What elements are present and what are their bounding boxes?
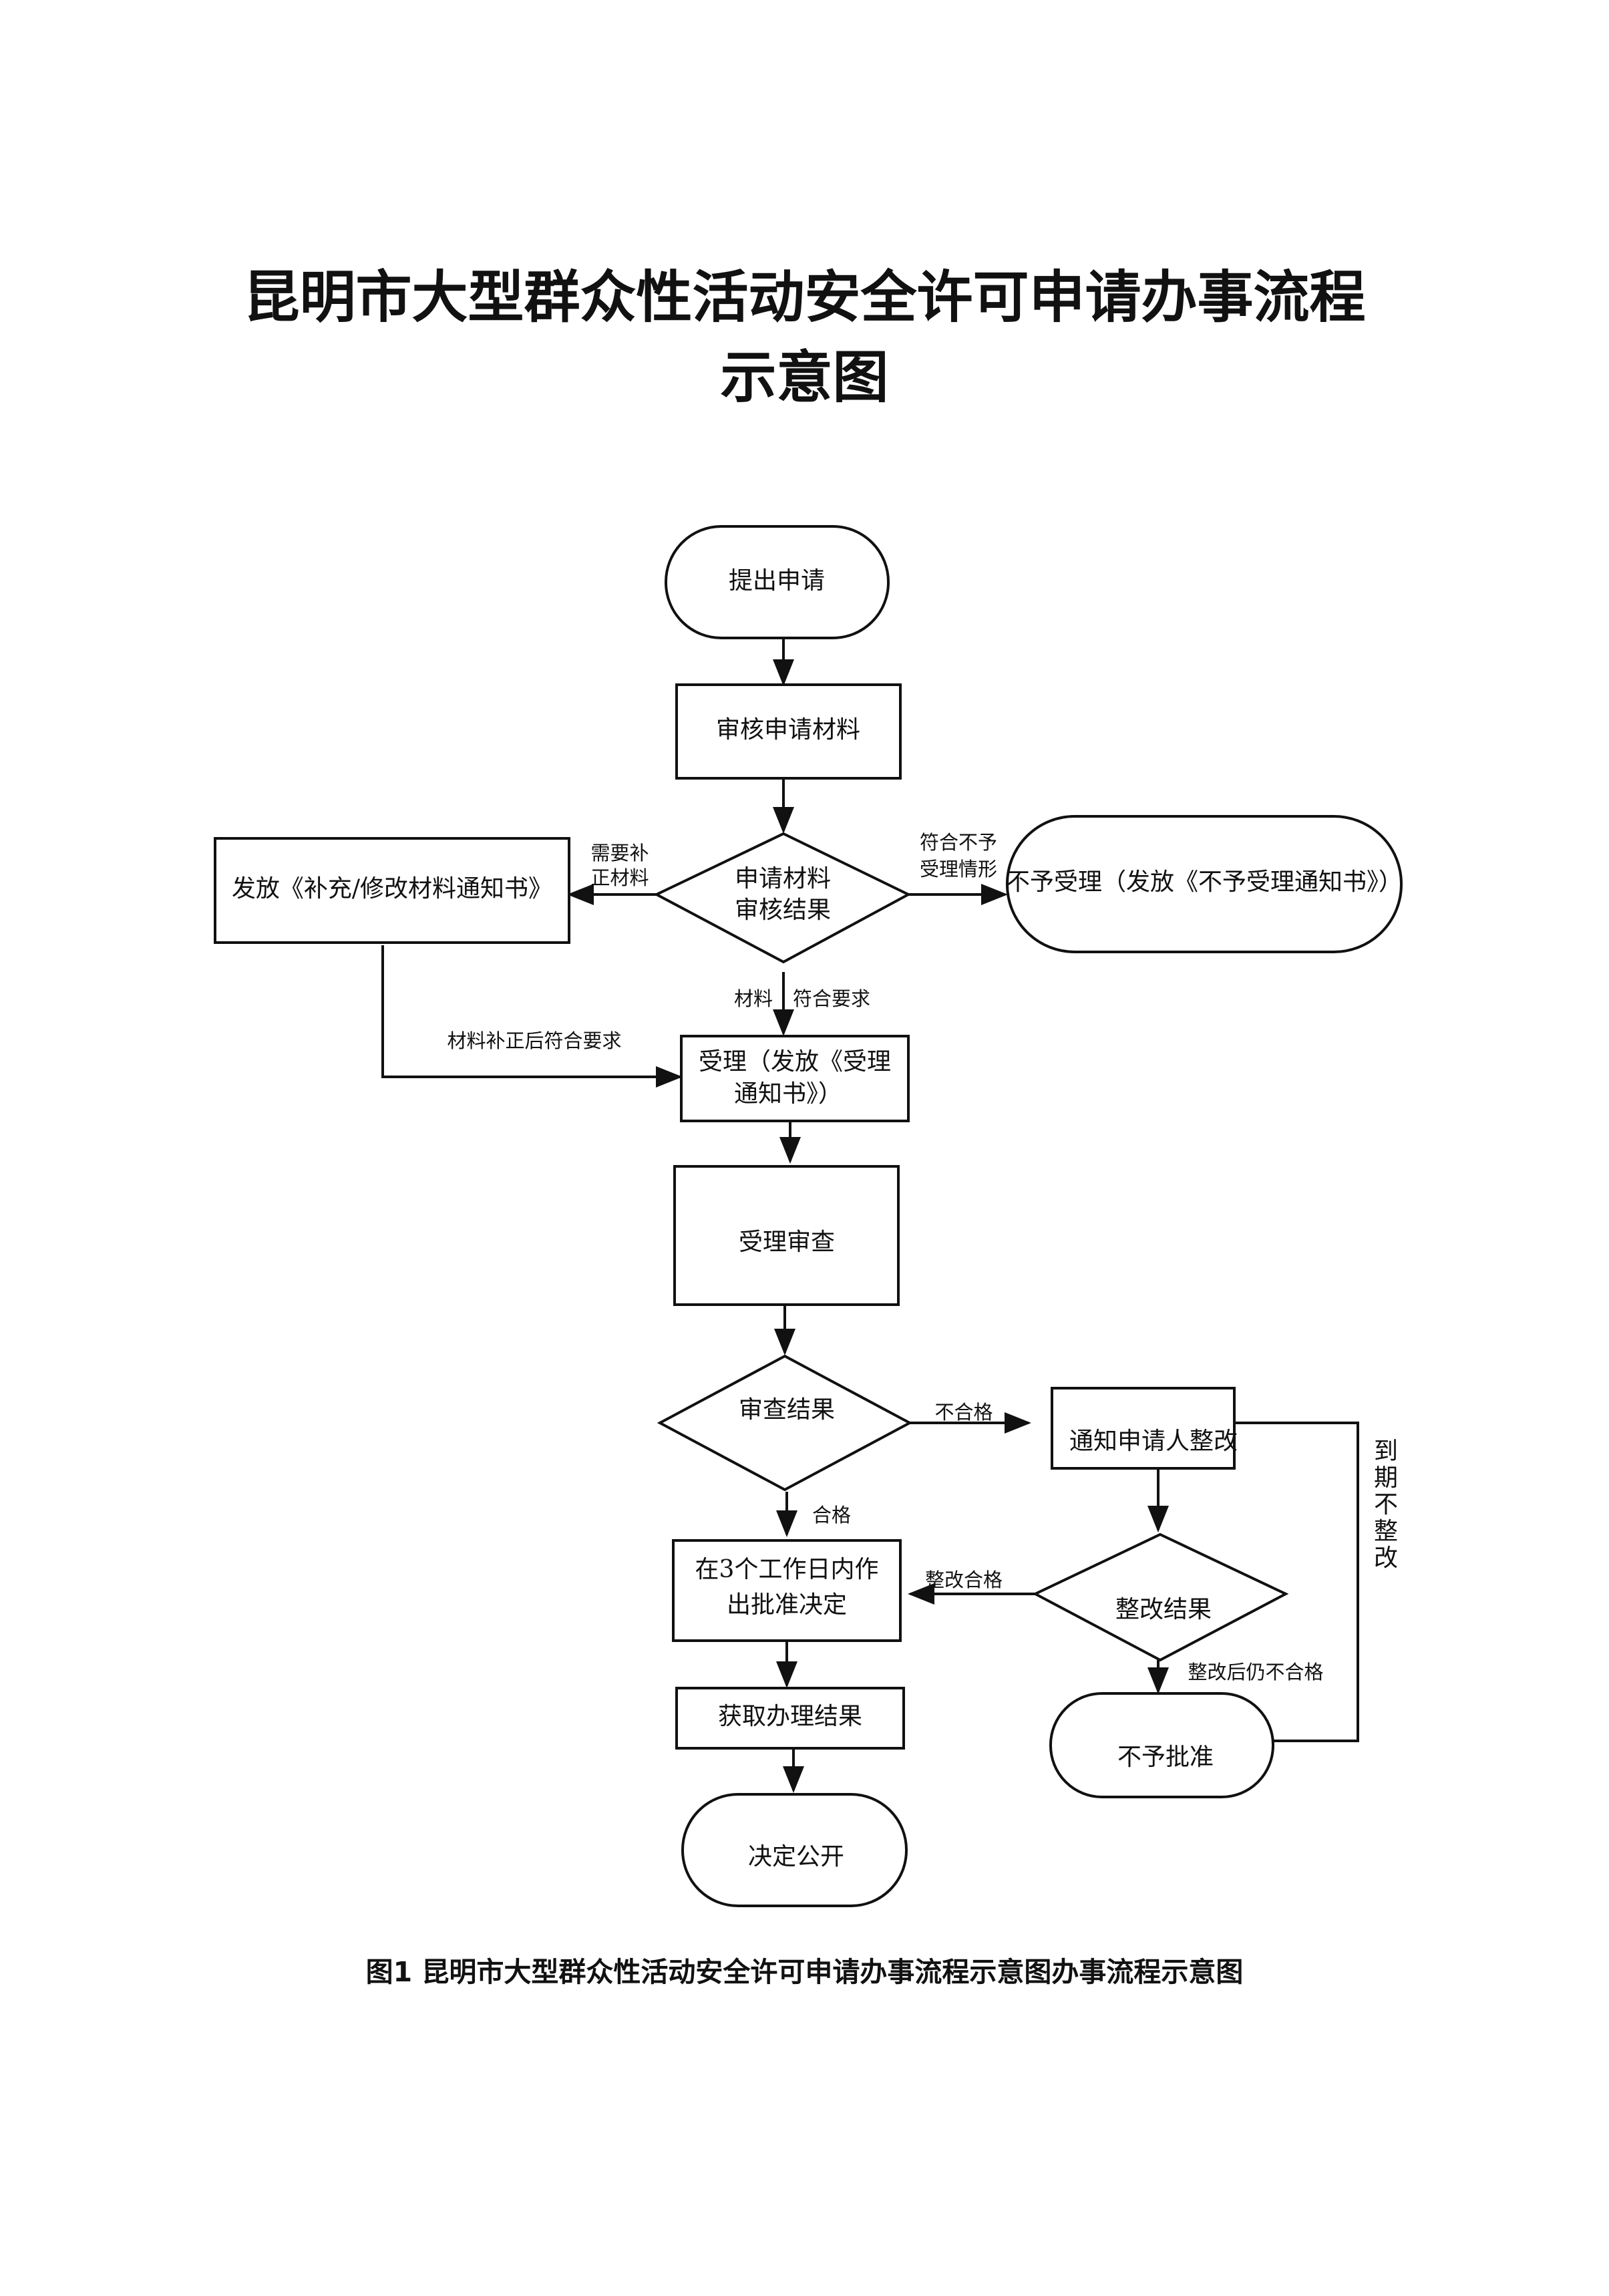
page-title-line-1: 昆明市大型群众性活动安全许可申请办事流程 bbox=[243, 265, 1366, 330]
label-overdue-1: 到 bbox=[1374, 1438, 1398, 1465]
connectors bbox=[381, 638, 1359, 1793]
label-overdue-2: 期 bbox=[1374, 1464, 1398, 1492]
node-reject-accept: 不予受理（发放《不予受理通知书》） bbox=[1006, 815, 1403, 953]
figure-caption: 图1 昆明市大型群众性活动安全许可申请办事流程示意图办事流程示意图 bbox=[365, 1956, 1244, 1988]
label-not-eligible-2: 受理情形 bbox=[920, 858, 997, 880]
page-title-line-2: 示意图 bbox=[720, 345, 889, 410]
edge-overdue-loop bbox=[1235, 1422, 1359, 1742]
node-notify-rectify: 通知申请人整改 bbox=[1051, 1387, 1238, 1470]
node-not-approved-label: 不予批准 bbox=[1117, 1744, 1214, 1771]
node-obtain-result-label: 获取办理结果 bbox=[718, 1703, 862, 1730]
node-submit: 提出申请 bbox=[665, 525, 890, 639]
node-obtain-result: 获取办理结果 bbox=[675, 1687, 905, 1750]
label-fixed-ok: 材料补正后符合要求 bbox=[447, 1029, 621, 1052]
node-publish-label: 决定公开 bbox=[748, 1843, 844, 1870]
node-publish: 决定公开 bbox=[681, 1793, 908, 1907]
label-overdue-3: 不 bbox=[1374, 1491, 1398, 1518]
node-rectify-result: 整改结果 bbox=[1032, 1532, 1289, 1662]
label-overdue-4: 整 bbox=[1374, 1518, 1398, 1545]
node-accept-label-2: 通知书》） bbox=[734, 1080, 842, 1108]
node-check-result: 审查结果 bbox=[657, 1354, 913, 1492]
node-check-result-label: 审查结果 bbox=[739, 1396, 835, 1424]
node-review-materials-label: 审核申请材料 bbox=[716, 716, 860, 744]
node-accept: 受理（发放《受理 通知书》） bbox=[680, 1035, 910, 1122]
node-approve-decision: 在3个工作日内作 出批准决定 bbox=[672, 1539, 902, 1642]
node-accept-label-1: 受理（发放《受理 bbox=[699, 1048, 891, 1076]
label-passed: 合格 bbox=[812, 1504, 851, 1526]
node-notice-supplement-label: 发放《补充/修改材料通知书》 bbox=[232, 875, 552, 903]
node-rectify-result-label: 整改结果 bbox=[1115, 1596, 1212, 1623]
node-notice-supplement: 发放《补充/修改材料通知书》 bbox=[214, 837, 570, 944]
label-still-failed: 整改后仍不合格 bbox=[1188, 1661, 1323, 1683]
label-need-fix-1: 需要补 bbox=[590, 842, 649, 864]
node-notify-rectify-label: 通知申请人整改 bbox=[1069, 1428, 1238, 1455]
node-reject-accept-label: 不予受理（发放《不予受理通知书》） bbox=[1006, 868, 1403, 896]
node-review-result-label-2: 审核结果 bbox=[735, 896, 831, 924]
node-accept-review: 受理审查 bbox=[673, 1165, 900, 1306]
node-submit-label: 提出申请 bbox=[729, 567, 825, 595]
label-need-fix-2: 正材料 bbox=[590, 866, 649, 889]
node-review-result: 申请材料 审核结果 bbox=[653, 832, 912, 964]
node-not-approved: 不予批准 bbox=[1049, 1692, 1274, 1798]
label-rectified-ok: 整改合格 bbox=[925, 1569, 1003, 1591]
label-not-eligible-1: 符合不予 bbox=[920, 831, 997, 854]
edge-supplement-to-accept bbox=[381, 945, 683, 1088]
label-failed: 不合格 bbox=[934, 1401, 993, 1424]
label-meets-requirements: 符合要求 bbox=[793, 987, 870, 1010]
node-approve-decision-label-1: 在3个工作日内作 bbox=[695, 1556, 879, 1583]
label-overdue-5: 改 bbox=[1374, 1544, 1398, 1572]
node-approve-decision-label-2: 出批准决定 bbox=[727, 1591, 847, 1619]
node-review-result-label-1: 申请材料 bbox=[735, 865, 831, 892]
node-review-materials: 审核申请材料 bbox=[675, 683, 902, 780]
edge-labels: 需要补 正材料 符合不予 受理情形 材料 符合要求 材料补正后符合要求 不合格 … bbox=[447, 831, 1398, 1683]
node-accept-review-label: 受理审查 bbox=[739, 1228, 835, 1256]
label-materials: 材料 bbox=[734, 987, 773, 1010]
